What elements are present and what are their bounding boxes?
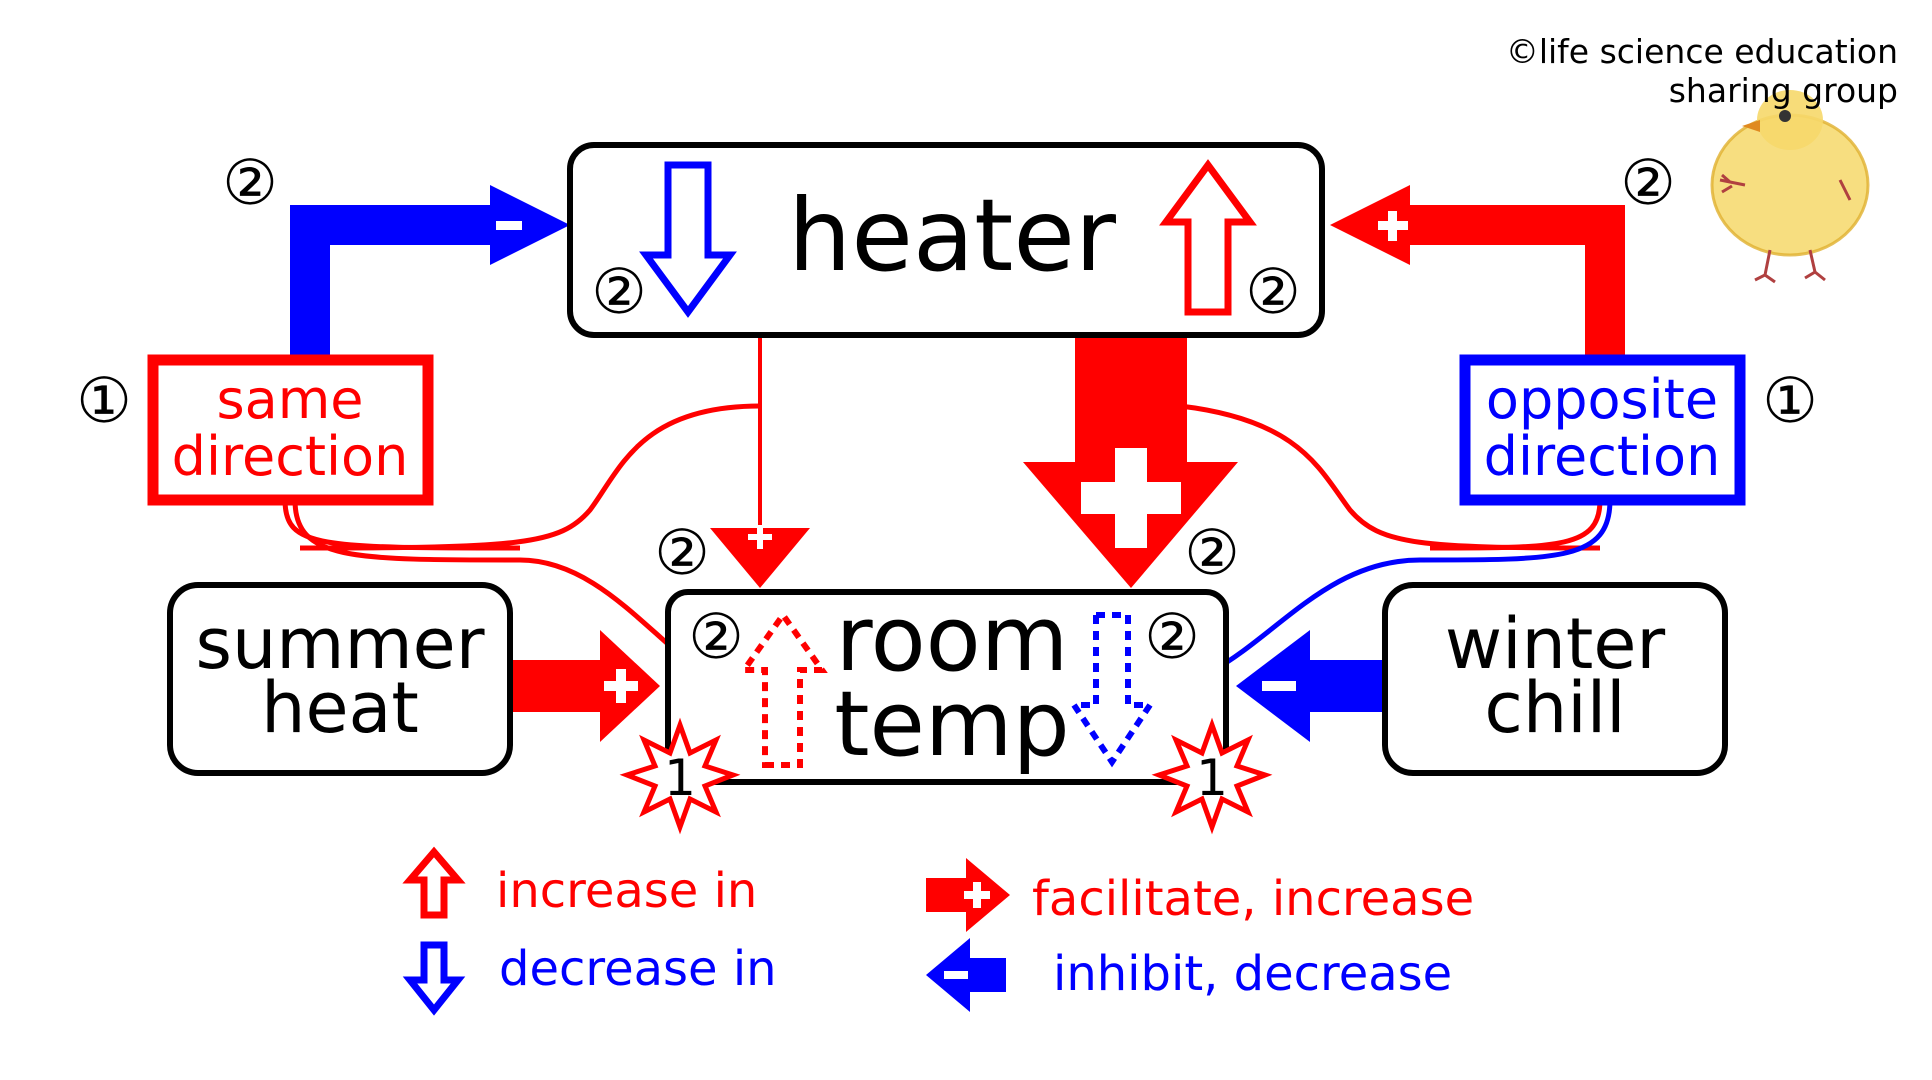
winter-chill-line-2: chill [1484, 667, 1625, 749]
legend-decrease-label: decrease in [499, 941, 777, 997]
room-temp-line-1: room [836, 587, 1069, 692]
legend-increase-icon [402, 846, 466, 919]
marker-two-heater-right: ② [1245, 255, 1301, 328]
heater-room-thick-arrow [1023, 335, 1238, 588]
summer-heat-box: summer heat [167, 582, 513, 776]
marker-two-heater-left: ② [591, 255, 647, 328]
marker-two-room-right: ② [1144, 600, 1200, 673]
legend: increase in decrease in facilitate, incr… [402, 846, 1474, 1016]
opposite-direction-line-1: opposite [1486, 368, 1718, 431]
opposite-direction-line-2: direction [1484, 425, 1721, 488]
marker-two-room-left: ② [688, 600, 744, 673]
heater-label: heater [788, 177, 1117, 294]
marker-two-thin-arrow: ② [654, 516, 710, 589]
opposite-direction-box: opposite direction [1459, 354, 1746, 506]
positive-feedback-arrow [1330, 185, 1625, 360]
same-direction-line-2: direction [172, 425, 409, 488]
legend-facilitate-icon [926, 858, 1010, 932]
burst-marker-right: 1 [1151, 717, 1273, 835]
burst-label-right: 1 [1196, 749, 1228, 807]
winter-chill-arrow [1236, 630, 1386, 742]
legend-increase-label: increase in [496, 863, 757, 919]
marker-one-right: ① [1762, 364, 1818, 437]
burst-label-left: 1 [664, 749, 696, 807]
legend-decrease-icon [402, 941, 466, 1016]
summer-heat-arrow [512, 630, 660, 742]
same-direction-curve-1 [282, 499, 521, 551]
summer-heat-line-1: summer [195, 603, 484, 685]
copyright-line-2: sharing group [1669, 71, 1898, 110]
marker-one-left: ① [76, 364, 132, 437]
chick-drawing-icon [1710, 90, 1870, 284]
copyright-line-1: ©life science education [1506, 32, 1898, 71]
increase-arrow-icon [1159, 159, 1257, 316]
legend-inhibit-label: inhibit, decrease [1053, 946, 1452, 1002]
opposite-direction-curve-red [1429, 499, 1603, 551]
winter-chill-line-1: winter [1445, 603, 1666, 685]
marker-two-top-left: ② [222, 146, 278, 219]
decrease-arrow-icon [639, 161, 737, 318]
negative-feedback-arrow [290, 185, 570, 360]
marker-two-top-right: ② [1620, 146, 1676, 219]
winter-chill-box: winter chill [1382, 582, 1728, 776]
heater-room-thin-arrow [710, 335, 810, 588]
room-decrease-dotted-arrow-icon [1068, 612, 1156, 768]
circled-number-markers: ② ② ② ② ① ① ② ② ② ② [76, 146, 1818, 673]
room-temp-box: room temp [665, 587, 1229, 785]
room-temp-line-2: temp [834, 672, 1069, 777]
legend-facilitate-label: facilitate, increase [1032, 871, 1474, 927]
same-direction-line-1: same [216, 368, 363, 431]
summer-heat-line-2: heat [261, 667, 419, 749]
burst-marker-left: 1 [619, 717, 741, 835]
legend-inhibit-icon [926, 938, 1006, 1012]
marker-two-thick-arrow: ② [1184, 516, 1240, 589]
heater-box: heater [567, 142, 1325, 338]
same-direction-box: same direction [147, 354, 434, 506]
room-increase-dotted-arrow-icon [738, 609, 828, 768]
